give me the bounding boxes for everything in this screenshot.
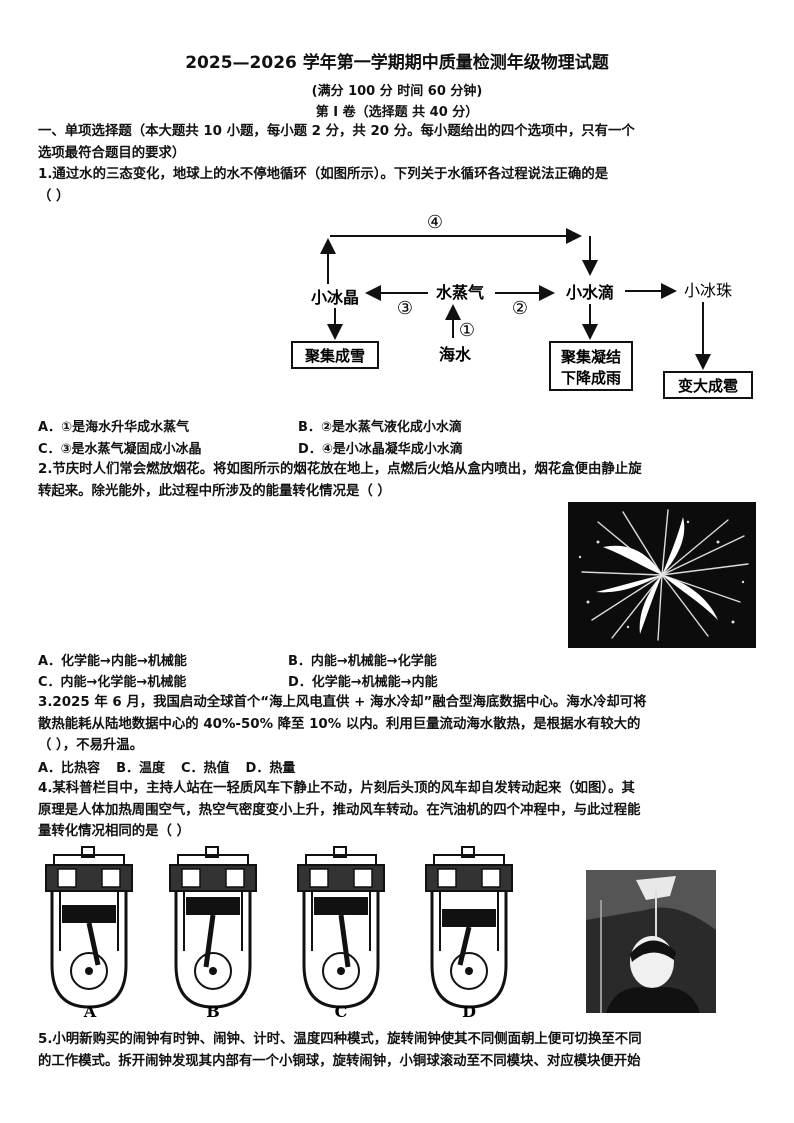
q1-option-c[interactable]: C．③是水蒸气凝固成小冰晶 [38, 442, 202, 457]
q3-options: A．比热容 B．温度 C．热值 D．热量 [38, 757, 323, 776]
q3-stem-2: 散热能耗从陆地数据中心的 40%-50% 降至 10% 以内。利用巨量流动海水散… [38, 717, 641, 732]
q2-option-b[interactable]: B．内能→机械能→化学能 [288, 654, 437, 669]
box-rain-1: 聚集凝结 [560, 348, 621, 366]
engine-label-a: A [83, 1002, 97, 1020]
q3-stem-3: （ ），不易升温。 [38, 738, 144, 753]
exam-title: 2025—2026 学年第一学期期中质量检测年级物理试题 [185, 53, 609, 73]
node-sea: 海水 [439, 345, 472, 364]
box-hail: 变大成雹 [678, 377, 738, 395]
engine-label-d: D [462, 1002, 476, 1020]
q3-stem-1: 3.2025 年 6 月，我国启动全球首个“海上风电直供 + 海水冷却”融合型海… [38, 695, 647, 710]
engine-label-b: B [206, 1002, 220, 1020]
q2-option-c[interactable]: C．内能→化学能→机械能 [38, 675, 187, 690]
q4-stem-3: 量转化情况相同的是（ ） [38, 824, 190, 839]
q2-options-row2: C．内能→化学能→机械能 D．化学能→机械能→内能 [38, 671, 466, 690]
q1-option-a[interactable]: A．①是海水升华成水蒸气 [38, 420, 190, 435]
box-rain-2: 下降成雨 [561, 369, 621, 387]
q2-option-d[interactable]: D．化学能→机械能→内能 [288, 675, 438, 690]
engine-label-c: C [335, 1002, 348, 1020]
q3-option-b[interactable]: B．温度 [116, 761, 165, 776]
node-ice-crystal: 小冰晶 [311, 288, 359, 307]
q5-stem-1: 5.小明新购买的闹钟有时钟、闹钟、计时、温度四种模式，旋转闹钟使其不同侧面朝上便… [38, 1032, 642, 1047]
q1-stem-1: 1.通过水的三态变化，地球上的水不停地循环（如图所示）。下列关于水循环各过程说法… [38, 167, 609, 182]
label-4: ④ [427, 212, 443, 233]
q2-stem-2: 转起来。除光能外，此过程中所涉及的能量转化情况是（ ） [38, 484, 391, 499]
section-instructions-1: 一、单项选择题（本大题共 10 小题，每小题 2 分，共 20 分。每小题给出的… [38, 124, 635, 139]
label-1: ① [459, 320, 475, 341]
q4-stem-2: 原理是人体加热周围空气，热空气密度变小上升，推动风车转动。在汽油机的四个冲程中，… [38, 803, 641, 818]
label-3: ③ [397, 298, 413, 319]
pinwheel-photo [586, 870, 716, 1013]
q1-options-row2: C．③是水蒸气凝固成小冰晶 D．④是小冰晶凝华成小水滴 [38, 438, 491, 457]
q2-option-a[interactable]: A．化学能→内能→机械能 [38, 654, 187, 669]
box-snow: 聚集成雪 [304, 347, 365, 365]
q5-stem-2: 的工作模式。拆开闹钟发现其内部有一个小铜球，旋转闹钟，小铜球滚动至不同模块、对应… [38, 1054, 641, 1069]
volume-title: 第 I 卷（选择题 共 40 分） [315, 105, 479, 120]
q3-option-c[interactable]: C．热值 [180, 761, 230, 776]
q1-option-d[interactable]: D．④是小冰晶凝华成小水滴 [298, 442, 463, 457]
engine-strokes-figure: A B C D [44, 845, 514, 1020]
exam-meta: (满分 100 分 时间 60 分钟) [311, 84, 483, 99]
water-cycle-diagram: ④ 小冰晶 水蒸气 小水滴 小冰珠 ③ ② ① 海水 聚集成雪 聚集凝结 下降成… [291, 212, 753, 399]
q2-stem-1: 2.节庆时人们常会燃放烟花。将如图所示的烟花放在地上，点燃后火焰从盒内喷出，烟花… [38, 462, 642, 477]
node-vapor: 水蒸气 [436, 283, 484, 302]
firework-photo [568, 502, 756, 648]
node-droplet: 小水滴 [566, 283, 614, 302]
section-instructions-2: 选项最符合题目的要求） [38, 146, 186, 161]
q3-option-d[interactable]: D．热量 [245, 761, 296, 776]
q1-stem-2: （ ） [38, 189, 70, 204]
q2-options-row1: A．化学能→内能→机械能 B．内能→机械能→化学能 [38, 650, 465, 669]
q1-option-b[interactable]: B．②是水蒸气液化成小水滴 [298, 420, 462, 435]
q1-options-row1: A．①是海水升华成水蒸气 B．②是水蒸气液化成小水滴 [38, 416, 490, 435]
label-2: ② [512, 298, 528, 319]
node-ice-ball: 小冰珠 [684, 281, 732, 300]
q3-option-a[interactable]: A．比热容 [38, 761, 101, 776]
q4-stem-1: 4.某科普栏目中，主持人站在一轻质风车下静止不动，片刻后头顶的风车却自发转动起来… [38, 781, 635, 796]
